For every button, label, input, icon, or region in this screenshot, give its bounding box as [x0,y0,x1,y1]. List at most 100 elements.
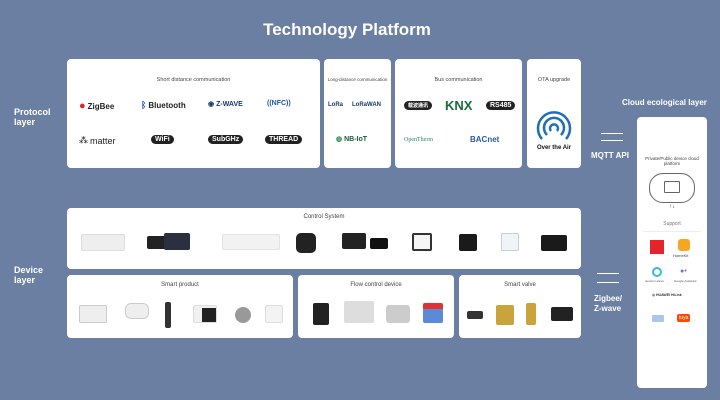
arrow-left-icon [601,140,623,141]
radiator-valve-icon [125,303,149,319]
page-title: Technology Platform [263,20,431,39]
smart-valve-card: Smart valve [459,275,581,338]
mqtt-label: MQTT API [591,151,629,160]
zigbee-logo: ●ZigBee [79,100,114,112]
thread-label: THREAD [265,135,303,144]
control-system-card: Control System [67,208,581,269]
lorawan-logo: LoRaWAN [352,102,381,108]
matter-logo: ⁂matter [79,135,116,146]
controller-box-icon [313,303,329,325]
alexa-icon [652,267,662,277]
thermostat-icon [459,234,477,251]
zwave-logo: ◉Z-WAVE [208,100,243,109]
hilink-label: HUAWEI HiLink [656,293,682,297]
lora-logo: LoRa [328,102,343,108]
sync-arrows-icon: ↑↓ [669,204,675,210]
thermostat-icon [370,238,388,249]
tuya-logo: tuya [677,314,691,322]
zigbee-icon: ● [79,100,86,112]
sensor-device-icon [79,305,107,323]
homekit-label: HomeKit [673,253,689,258]
ac-gateway-icon [222,234,280,250]
wifi-logo: WiFi [151,135,174,144]
nfc-logo: ((NFC)) [267,100,291,107]
arrow-left-icon [597,282,619,283]
rs485-logo: RS485 [486,101,516,110]
actuator-icon [344,301,374,323]
zwave-label: Z-WAVE [216,100,243,108]
zigbee-label: ZigBee [87,101,115,111]
partner-logo-icon [650,240,664,254]
protocol-layer-label: Protocol layer [14,107,51,127]
arrow-right-icon [601,133,623,134]
card-title: Smart valve [504,282,536,288]
device-layer-label: Device layer [14,265,44,285]
smart-knob-icon [235,307,251,323]
bacnet-logo: BACnet [470,135,500,144]
charger-icon [165,302,171,328]
bus-card: Bus communication 载波通讯 KNX RS485 OpenThe… [395,59,522,168]
motorized-valve-icon [551,307,573,321]
wireless-icon [536,111,572,140]
thread-logo: THREAD [265,135,303,144]
alexa-label: amazon alexa [645,279,664,283]
nbiot-logo: ◍NB-IoT [336,135,368,144]
carrier-label: 载波通讯 [404,101,433,110]
subghz-logo: SubGHz [208,135,244,144]
matter-label: matter [90,135,116,146]
card-title: Flow control device [350,282,402,288]
subghz-label: SubGHz [208,135,244,144]
control-panel-icon [164,233,190,250]
globe-icon: ◍ [336,136,343,143]
thermostat-icon [501,233,519,251]
hilink-logo: ◉ HUAWEI HiLink [652,293,682,297]
support-label: Support [663,221,681,227]
screen-icon [202,308,216,322]
long-distance-card: Long-distance communication LoRa LoRaWAN… [324,59,391,168]
zigbee-zwave-label: Zigbee/ Z-wave [594,294,623,313]
thermostat-icon [342,233,366,249]
monitor-icon [664,181,680,193]
arrow-right-icon [597,273,619,274]
actuator-icon [386,305,410,323]
cloud-platform-label: Private/Public device cloud platform [645,156,699,166]
google-assistant-icon: ●• [680,268,687,275]
flow-control-card: Flow control device [298,275,454,338]
smart-product-card: Smart product [67,275,293,338]
manifold-icon [423,303,443,323]
rs485-label: RS485 [486,101,516,110]
thermostat-icon [541,235,567,251]
hilink-icon: ◉ [652,293,657,297]
hub-icon [296,233,316,253]
knx-logo: KNX [445,98,473,113]
divider [643,231,701,232]
zwave-icon: ◉ [208,101,215,108]
opentherm-logo: OpenTherm [404,137,433,143]
brass-valve-icon [526,303,536,325]
card-title: Control System [303,214,345,220]
smart-plug-icon [265,305,283,323]
brass-valve-icon [496,305,514,325]
cloud-panel: Private/Public device cloud platform ↑↓ … [637,117,707,388]
nbiot-label: NB-IoT [344,135,368,143]
carrier-logo: 载波通讯 [404,101,433,110]
bluetooth-label: Bluetooth [148,100,186,110]
bluetooth-icon: ᛒ [141,100,147,110]
google-assistant-label: Google Assistant [674,279,697,283]
gateway-device-icon [81,234,125,251]
partner-logo-icon [652,315,664,322]
card-title: OTA upgrade [537,77,571,83]
ota-card: OTA upgrade Over the Air [527,59,581,168]
cloud-layer-label: Cloud ecological layer [622,98,707,107]
valve-controller-icon [467,311,483,319]
card-title: Long-distance communication [327,77,388,82]
thermostat-icon [412,233,432,251]
card-title: Smart product [161,282,199,288]
wifi-label: WiFi [151,135,174,144]
card-title: Short distance communication [156,77,231,83]
cloud-icon [649,173,695,203]
matter-icon: ⁂ [79,135,88,145]
switch-panel-icon [193,305,217,323]
